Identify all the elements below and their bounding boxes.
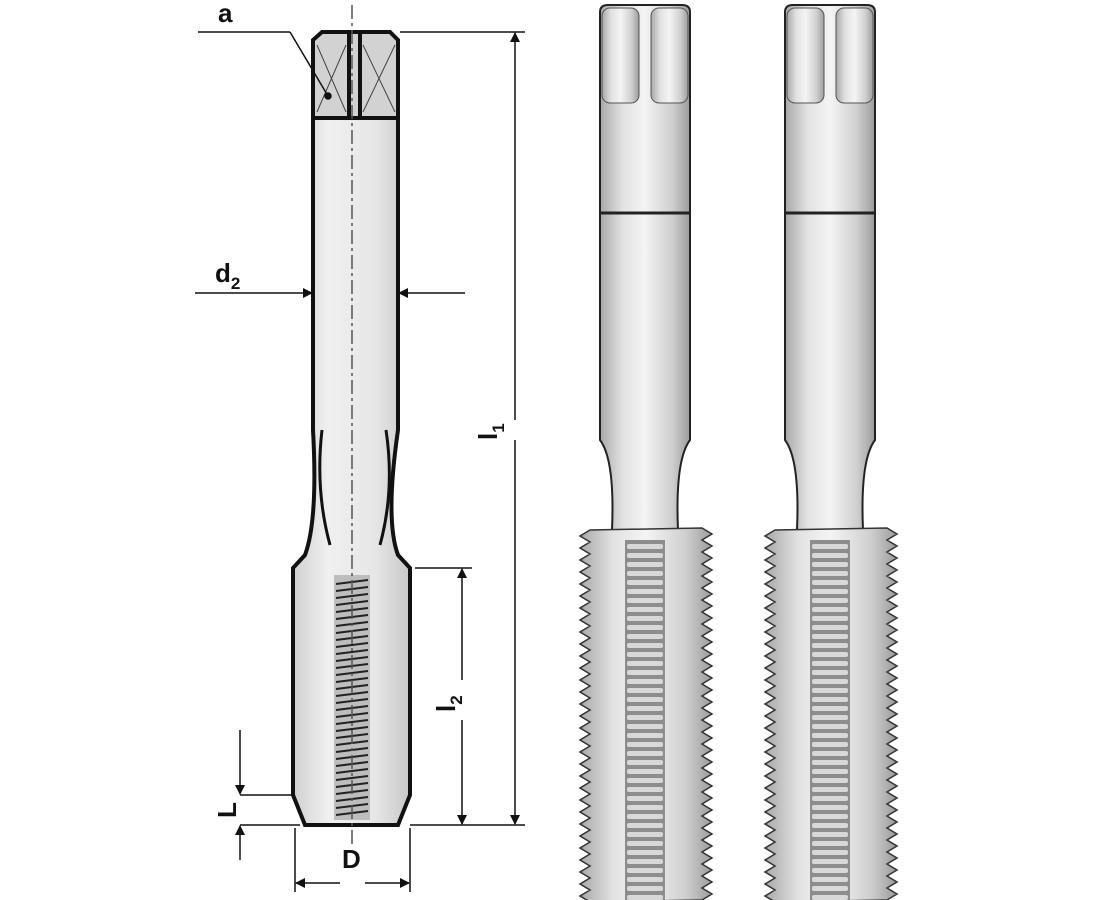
- tap-renderings: [578, 4, 899, 900]
- dimensions: [195, 31, 525, 892]
- label-D: D: [342, 844, 361, 874]
- tap-technical-drawing: [291, 5, 412, 845]
- label-l2: l2: [431, 695, 466, 712]
- svg-text:l2: l2: [431, 695, 466, 712]
- square-drive: [311, 30, 400, 120]
- dimension-labels: a d2 l1 l2 L D: [212, 0, 508, 874]
- label-l1: l1: [473, 423, 508, 440]
- thread-lines: [335, 579, 369, 816]
- tap-render-1: [578, 4, 714, 900]
- svg-text:l1: l1: [473, 423, 508, 440]
- svg-text:L: L: [212, 802, 242, 818]
- tap-render-2: [763, 4, 899, 900]
- shank-body: [291, 116, 412, 827]
- label-L: L: [212, 802, 242, 818]
- label-d2: d2: [215, 258, 240, 293]
- label-a: a: [218, 0, 233, 28]
